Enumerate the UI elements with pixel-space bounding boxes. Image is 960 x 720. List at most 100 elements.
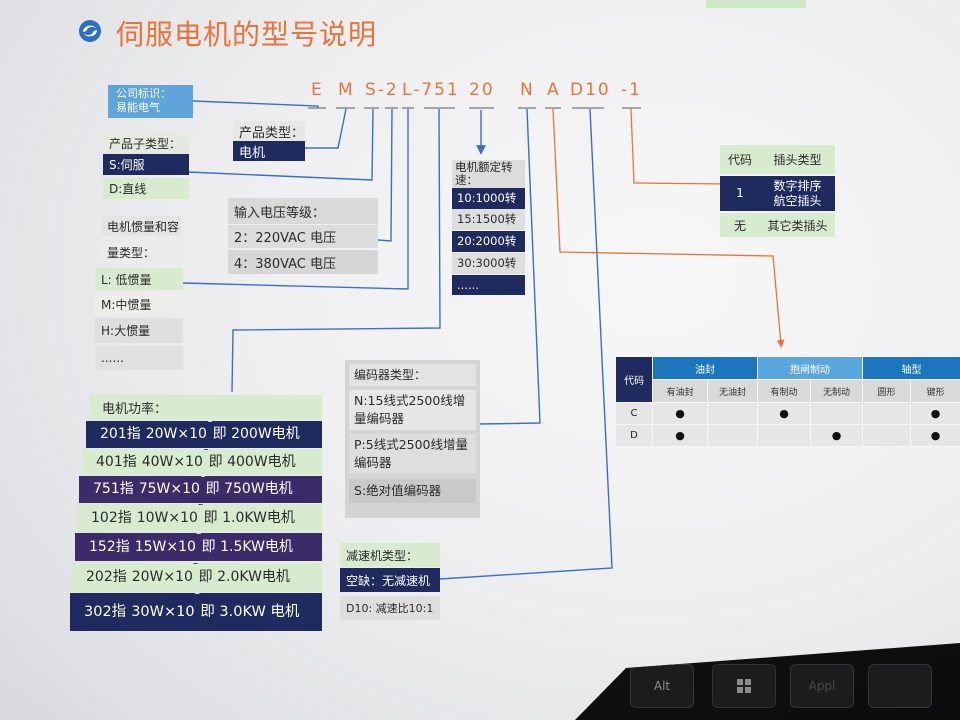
power-code: 152指 bbox=[89, 539, 130, 555]
company-box: 公司标识： 易能电气 bbox=[108, 85, 193, 118]
connector-voltage bbox=[377, 108, 393, 242]
power-exponent: 2 bbox=[195, 593, 201, 597]
table-row: C ● ● ● bbox=[615, 402, 960, 425]
power-base: 20W×10 bbox=[145, 426, 207, 442]
options-mark-cell bbox=[862, 402, 911, 425]
options-mark-cell: ● bbox=[910, 402, 960, 425]
inertia-label-line: 量类型： bbox=[101, 242, 181, 262]
plug-type-line: 航空插头 bbox=[773, 193, 822, 208]
options-mark-cell: ● bbox=[652, 402, 708, 425]
options-mark-cell bbox=[810, 402, 863, 425]
encoder-item: N:15线式2500线增量编码器 bbox=[349, 390, 476, 430]
power-exponent: 1 bbox=[203, 449, 209, 453]
power-result: 即 400W电机 bbox=[208, 454, 296, 470]
connector-inertia bbox=[182, 109, 409, 290]
options-row-code: D bbox=[615, 424, 653, 447]
options-mark-cell: ● bbox=[652, 424, 708, 447]
speed-label: 电机额定转速： bbox=[452, 160, 525, 188]
encoder-item: S:绝对值编码器 bbox=[349, 479, 476, 503]
options-code-header: 代码 bbox=[615, 356, 653, 403]
plug-table: 代码 插头类型 1 数字排序 航空插头 无 其它类插头 bbox=[720, 143, 835, 239]
power-exponent: 1 bbox=[200, 476, 206, 480]
power-code: 201指 bbox=[100, 426, 141, 442]
power-base: 30W×10 bbox=[131, 604, 195, 620]
power-base: 20W×10 bbox=[131, 569, 193, 585]
plug-header-cell: 代码 bbox=[720, 145, 760, 174]
encoder-item: P:5线式2500线增量编码器 bbox=[349, 434, 476, 474]
options-table-wrap: 代码 油封 抱闸制动 轴型 有油封 无油封 有制动 无制动 圆形 键形 C ● … bbox=[615, 356, 960, 448]
connector-plug bbox=[630, 108, 729, 185]
page-title: 伺服电机的型号说明 bbox=[116, 18, 378, 51]
options-group-header: 油封 bbox=[652, 356, 758, 380]
power-exponent: 2 bbox=[198, 504, 204, 508]
power-result: 即 1.0KW电机 bbox=[203, 510, 295, 526]
power-base: 10W×10 bbox=[136, 510, 198, 526]
keyboard-key bbox=[868, 664, 932, 708]
options-subheader-row: 有油封 无油封 有制动 无制动 圆形 键形 bbox=[616, 379, 960, 403]
company-label: 公司标识： bbox=[116, 87, 171, 100]
power-code: 401指 bbox=[96, 454, 137, 470]
plug-header-cell: 插头类型 bbox=[760, 145, 835, 174]
options-group-header: 轴型 bbox=[862, 356, 960, 380]
options-mark-cell: ● bbox=[810, 424, 863, 447]
power-exponent: 2 bbox=[196, 533, 202, 537]
plug-row: 无 其它类插头 bbox=[720, 213, 835, 237]
power-result: 即 2.0KW电机 bbox=[198, 569, 290, 585]
code-speed: 20 bbox=[469, 80, 495, 100]
power-code: 751指 bbox=[93, 481, 134, 497]
inertia-item: H:大惯量 bbox=[95, 318, 183, 343]
speed-item: 20:2000转 bbox=[452, 231, 525, 252]
options-mark-cell bbox=[757, 424, 811, 447]
voltage-item: 4：380VAC 电压 bbox=[228, 250, 378, 274]
windows-key bbox=[712, 664, 776, 708]
options-subheader: 无制动 bbox=[810, 379, 863, 403]
code-subtype-voltage: S-2 bbox=[365, 80, 399, 100]
code-inertia-power: L-751 bbox=[402, 80, 460, 100]
plug-type-line: 数字排序 bbox=[773, 178, 822, 193]
code-reducer: D10 bbox=[570, 80, 611, 100]
inertia-item: L: 低惯量 bbox=[95, 268, 183, 290]
options-subheader: 键形 bbox=[910, 379, 960, 403]
connector-sub-type bbox=[187, 108, 374, 181]
application-key: Appl bbox=[790, 664, 854, 708]
power-code: 202指 bbox=[86, 569, 127, 585]
code-product: M bbox=[338, 80, 355, 100]
swirl-logo-icon bbox=[79, 20, 101, 42]
table-row: D ● ● ● bbox=[615, 424, 960, 447]
speed-item: 30:3000转 bbox=[452, 253, 525, 274]
options-subheader: 有油封 bbox=[652, 379, 708, 403]
options-mark-cell bbox=[862, 424, 911, 447]
power-base: 75W×10 bbox=[138, 481, 200, 497]
speed-item: 15:1500转 bbox=[452, 209, 525, 230]
options-group-header: 抱闸制动 bbox=[757, 356, 863, 380]
plug-type-cell: 数字排序 航空插头 bbox=[760, 176, 835, 211]
plug-header-row: 代码 插头类型 bbox=[720, 145, 835, 174]
power-code: 302指 bbox=[84, 604, 127, 620]
power-base: 40W×10 bbox=[141, 454, 203, 470]
inertia-item: M:中惯量 bbox=[95, 293, 183, 315]
code-company: E bbox=[311, 80, 324, 100]
sub-type-item: D:直线 bbox=[103, 178, 189, 199]
connector-product-type bbox=[305, 108, 347, 149]
options-mark-cell: ● bbox=[910, 424, 960, 447]
options-subheader: 圆形 bbox=[862, 379, 911, 403]
options-mark-cell bbox=[707, 424, 758, 447]
power-code: 102指 bbox=[91, 510, 132, 526]
alt-key: Alt bbox=[630, 664, 694, 708]
sub-type-item: S:伺服 bbox=[103, 154, 189, 175]
speed-item: 10:1000转 bbox=[452, 188, 525, 209]
inertia-item: ...... bbox=[95, 346, 183, 370]
reducer-item: 空缺：无减速机 bbox=[340, 568, 440, 592]
connector-reducer bbox=[439, 108, 613, 580]
plug-type-cell: 其它类插头 bbox=[760, 213, 835, 237]
options-table: 代码 油封 抱闸制动 轴型 有油封 无油封 有制动 无制动 圆形 键形 C ● … bbox=[615, 356, 960, 447]
code-option: A bbox=[547, 80, 561, 100]
connector-company bbox=[192, 100, 319, 108]
product-type-label: 产品类型： bbox=[233, 121, 305, 141]
